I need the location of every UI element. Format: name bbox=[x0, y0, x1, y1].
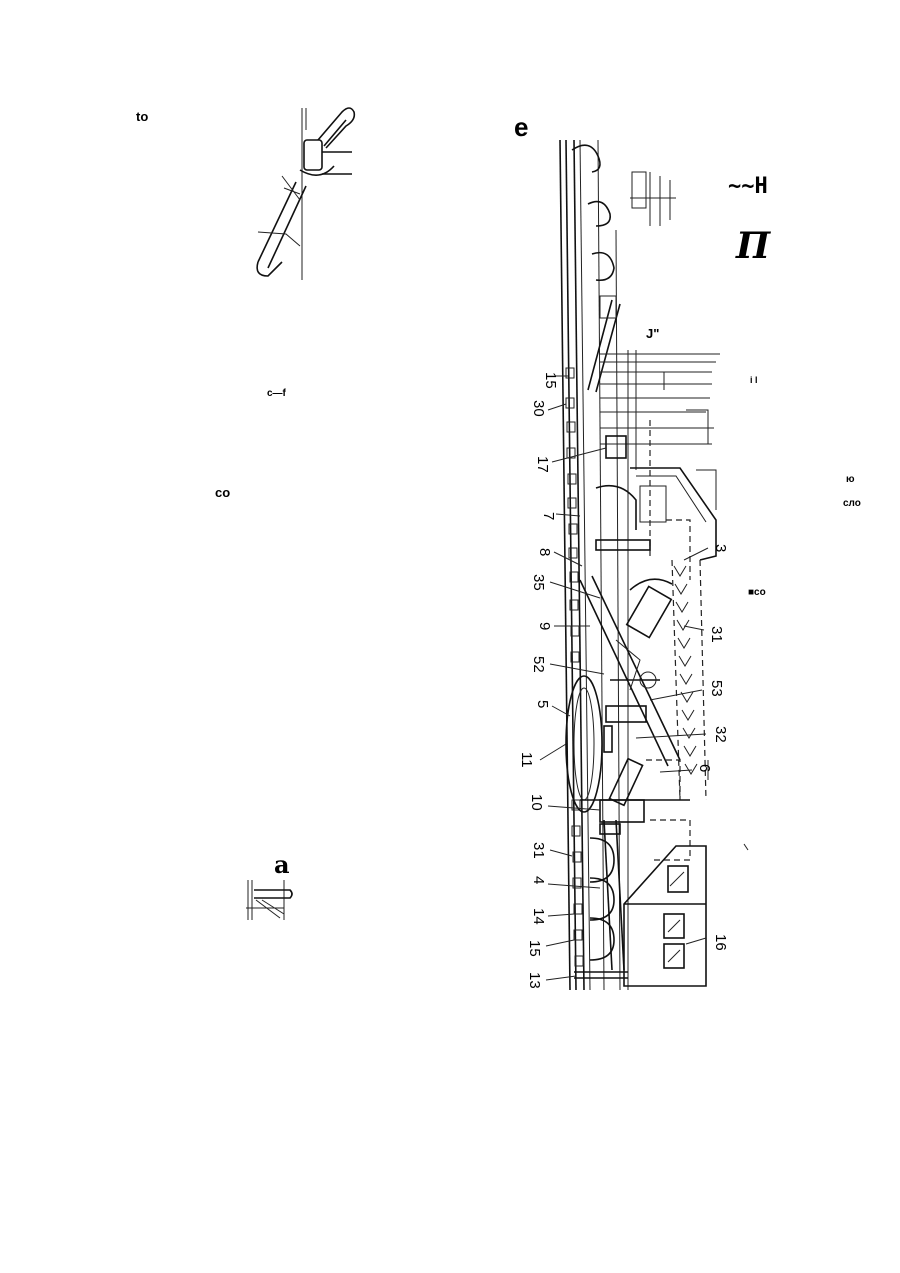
callout-35: 35 bbox=[530, 574, 547, 591]
callout-10: 10 bbox=[528, 794, 545, 811]
callout-31-lower: 31 bbox=[530, 842, 547, 859]
callout-3: 3 bbox=[712, 544, 729, 552]
callout-5: 5 bbox=[534, 700, 551, 708]
callout-14: 14 bbox=[530, 908, 547, 925]
detail-sketch-a bbox=[246, 880, 292, 920]
callout-8: 8 bbox=[536, 548, 553, 556]
callout-16: 16 bbox=[712, 934, 729, 951]
callout-32: 32 bbox=[712, 726, 729, 743]
callout-15-top: 15 bbox=[542, 372, 559, 389]
callout-52: 52 bbox=[530, 656, 547, 673]
callout-6: 6 bbox=[696, 764, 713, 772]
callout-13: 13 bbox=[526, 972, 543, 989]
callout-53: 53 bbox=[708, 680, 725, 697]
callout-9: 9 bbox=[536, 622, 553, 630]
callout-31-right: 31 bbox=[708, 626, 725, 643]
machine-drawing bbox=[560, 140, 748, 990]
callout-30: 30 bbox=[530, 400, 547, 417]
callout-11: 11 bbox=[518, 752, 535, 768]
callout-15-bottom: 15 bbox=[526, 940, 543, 957]
callout-17: 17 bbox=[534, 456, 551, 473]
callout-4: 4 bbox=[530, 876, 547, 884]
detail-sketch-top bbox=[257, 108, 354, 280]
callout-7: 7 bbox=[540, 512, 557, 520]
